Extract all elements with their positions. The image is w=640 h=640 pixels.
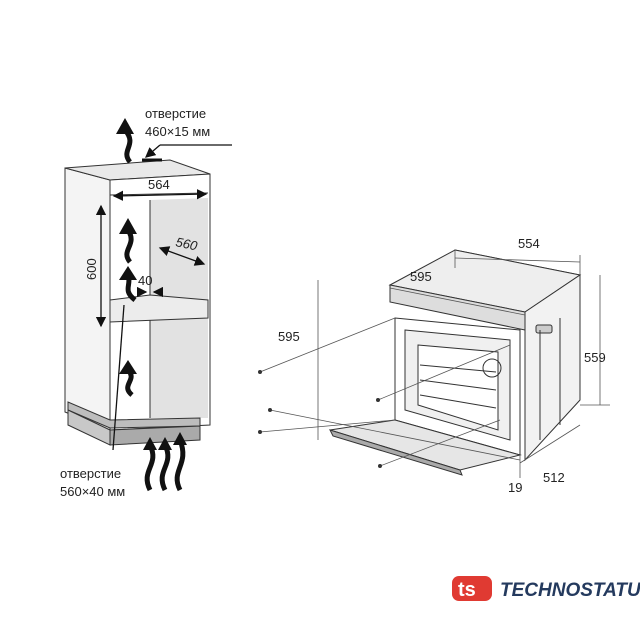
oven-front-height-label: 595 bbox=[278, 329, 300, 344]
door-thickness-label: 19 bbox=[508, 480, 522, 495]
oven-height-label: 559 bbox=[584, 350, 606, 365]
top-vent-label: отверстие bbox=[145, 106, 206, 121]
airflow-arrow bbox=[174, 439, 186, 492]
bottom-vent-label: отверстие bbox=[60, 466, 121, 481]
gap-label: 40 bbox=[138, 273, 152, 288]
logo-name: TECHNOSTATUS bbox=[500, 580, 640, 601]
airflow-arrow bbox=[144, 443, 156, 492]
airflow-arrow bbox=[122, 128, 133, 164]
bottom-vent-size: 560×40 мм bbox=[60, 484, 125, 499]
cabinet-height-label: 600 bbox=[84, 258, 99, 280]
leader-dots bbox=[258, 370, 382, 468]
technostatus-logo: ts TECHNOSTATUS bbox=[452, 576, 640, 601]
cabinet-depth-label: 560 bbox=[174, 234, 199, 253]
top-vent-size: 460×15 мм bbox=[145, 124, 210, 139]
cabinet-drawing bbox=[64, 158, 211, 446]
cabinet-dimension-lines bbox=[95, 144, 232, 451]
airflow-arrows bbox=[122, 128, 186, 492]
cabinet-width-label: 564 bbox=[148, 177, 170, 192]
oven-body-depth-label: 512 bbox=[543, 470, 565, 485]
oven-dimension-lines bbox=[259, 250, 610, 478]
logo-mark bbox=[452, 576, 492, 601]
airflow-arrow bbox=[159, 443, 171, 492]
arrow-heads bbox=[116, 118, 187, 450]
logo-mark-text: ts bbox=[458, 579, 476, 601]
oven-depth-top-label: 554 bbox=[518, 236, 540, 251]
oven-front-width-label: 595 bbox=[410, 269, 432, 284]
oven-drawing bbox=[329, 249, 582, 476]
